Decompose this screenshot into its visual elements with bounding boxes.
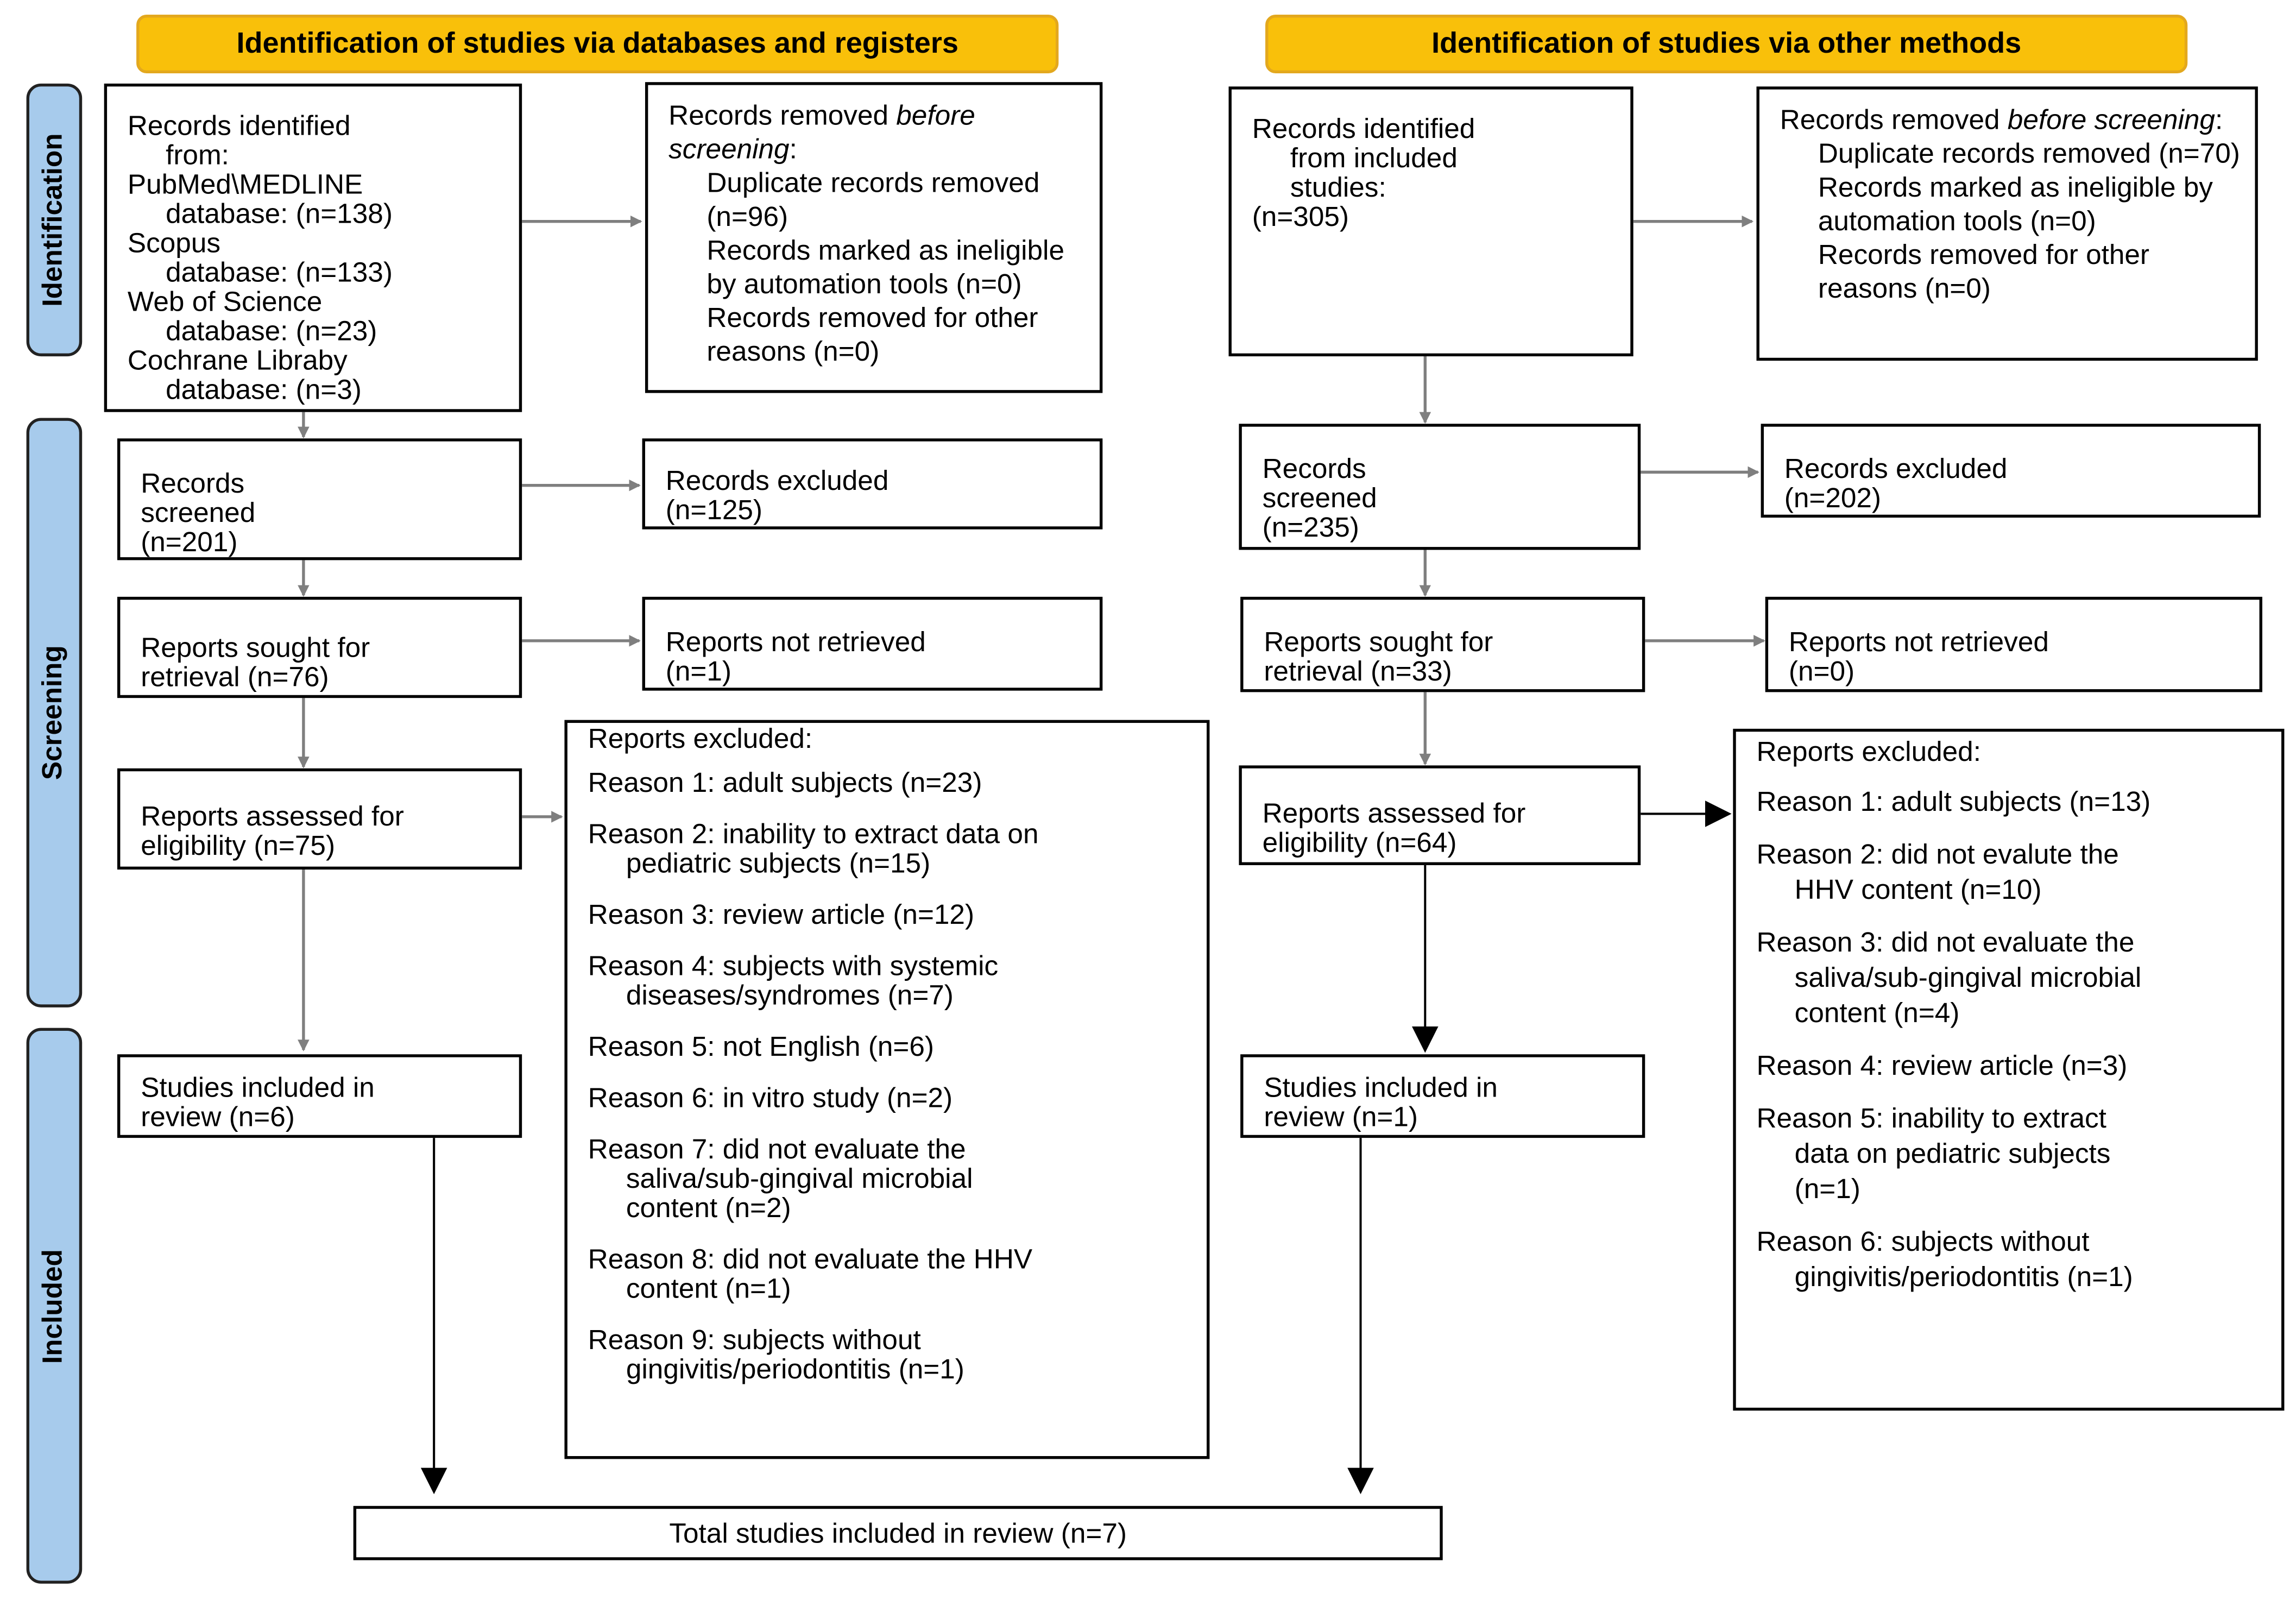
right-assessed-line1: Reports assessed for bbox=[1262, 799, 1526, 830]
phase-identification-label: Identification bbox=[38, 133, 69, 307]
left-db-scopus-count: database: (n=133) bbox=[166, 258, 393, 289]
total-studies-box: Total studies included in review (n=7) bbox=[353, 1505, 1443, 1560]
header-other-methods: Identification of studies via other meth… bbox=[1265, 14, 2188, 73]
left-assessed-line2: eligibility (n=75) bbox=[141, 831, 336, 862]
left-reports-assessed-box: Reports assessed for eligibility (n=75) bbox=[117, 768, 522, 870]
left-screened-line3: (n=201) bbox=[141, 527, 238, 559]
right-removed-automation: Records marked as ineligible by automati… bbox=[1818, 173, 2213, 238]
left-db-pubmed-count: database: (n=138) bbox=[166, 199, 393, 230]
right-screened-line3: (n=235) bbox=[1262, 513, 1359, 544]
left-db-scopus: Scopus bbox=[127, 229, 220, 260]
left-reports-sought-box: Reports sought for retrieval (n=76) bbox=[117, 596, 522, 698]
phase-screening-label: Screening bbox=[38, 645, 69, 780]
left-reason-8: Reason 8: did not evaluate the HHV conte… bbox=[588, 1245, 1033, 1305]
right-notretrieved-line2: (n=0) bbox=[1788, 657, 1855, 688]
left-removed-automation: Records marked as ineligible by automati… bbox=[707, 236, 1065, 301]
left-reports-excluded-title: Reports excluded: bbox=[588, 724, 813, 755]
right-reports-assessed-box: Reports assessed for eligibility (n=64) bbox=[1239, 765, 1641, 865]
right-identified-line3: studies: bbox=[1290, 173, 1386, 204]
right-notretrieved-line1: Reports not retrieved bbox=[1788, 627, 2049, 659]
left-db-wos-count: database: (n=23) bbox=[166, 317, 377, 348]
phase-screening: Screening bbox=[26, 418, 83, 1007]
right-reports-sought-box: Reports sought for retrieval (n=33) bbox=[1240, 596, 1645, 692]
left-db-pubmed: PubMed\MEDLINE bbox=[127, 170, 363, 201]
left-assessed-line1: Reports assessed for bbox=[141, 802, 404, 833]
left-reports-excluded-box: Reports excluded: Reason 1: adult subjec… bbox=[564, 720, 1210, 1459]
right-screened-line1: Records bbox=[1262, 454, 1366, 486]
right-sought-line1: Reports sought for bbox=[1264, 627, 1493, 659]
right-reason-5: Reason 5: inability to extract data on p… bbox=[1756, 1104, 2111, 1206]
left-sought-line1: Reports sought for bbox=[141, 633, 370, 665]
right-assessed-line2: eligibility (n=64) bbox=[1262, 828, 1457, 860]
right-reports-excluded-title: Reports excluded: bbox=[1756, 738, 1981, 768]
right-records-removed-box: Records removed before screening: Duplic… bbox=[1756, 86, 2258, 361]
right-records-identified-box: Records identified from included studies… bbox=[1228, 86, 1633, 357]
left-db-wos: Web of Science bbox=[127, 287, 323, 318]
left-reason-4: Reason 4: subjects with systemic disease… bbox=[588, 952, 999, 1012]
phase-included-label: Included bbox=[38, 1248, 69, 1363]
right-reports-not-retrieved-box: Reports not retrieved (n=0) bbox=[1765, 596, 2262, 692]
total-studies-label: Total studies included in review (n=7) bbox=[669, 1519, 1127, 1550]
right-removed-duplicates: Duplicate records removed (n=70) bbox=[1818, 139, 2240, 171]
left-reason-7: Reason 7: did not evaluate the saliva/su… bbox=[588, 1135, 973, 1225]
left-screened-line2: screened bbox=[141, 498, 256, 530]
right-records-excluded-box: Records excluded (n=202) bbox=[1761, 424, 2261, 518]
left-records-excluded-box: Records excluded (n=125) bbox=[642, 438, 1103, 530]
left-db-cochrane-count: database: (n=3) bbox=[166, 375, 362, 406]
left-studies-included-box: Studies included in review (n=6) bbox=[117, 1054, 522, 1138]
phase-identification: Identification bbox=[26, 83, 83, 357]
left-reason-6: Reason 6: in vitro study (n=2) bbox=[588, 1084, 953, 1114]
left-identified-line1: Records identified bbox=[127, 111, 351, 142]
left-identified-line2: from: bbox=[166, 141, 229, 172]
left-notretrieved-line2: (n=1) bbox=[665, 657, 731, 688]
left-excluded-line2: (n=125) bbox=[665, 495, 763, 527]
left-removed-other: Records removed for other reasons (n=0) bbox=[707, 303, 1038, 368]
left-reports-not-retrieved-box: Reports not retrieved (n=1) bbox=[642, 596, 1103, 691]
right-included-line1: Studies included in bbox=[1264, 1073, 1498, 1105]
right-removed-title: Records removed before screening: bbox=[1780, 105, 2223, 137]
right-reason-3: Reason 3: did not evaluate the saliva/su… bbox=[1756, 928, 2142, 1030]
right-reason-6: Reason 6: subjects without gingivitis/pe… bbox=[1756, 1227, 2133, 1294]
header-databases: Identification of studies via databases … bbox=[136, 14, 1059, 73]
left-removed-title: Records removed before screening: bbox=[668, 101, 975, 166]
right-screened-line2: screened bbox=[1262, 483, 1377, 515]
left-removed-duplicates: Duplicate records removed (n=96) bbox=[707, 168, 1040, 234]
right-reason-4: Reason 4: review article (n=3) bbox=[1756, 1051, 2128, 1082]
left-notretrieved-line1: Reports not retrieved bbox=[665, 627, 926, 659]
left-reason-1: Reason 1: adult subjects (n=23) bbox=[588, 768, 982, 799]
left-reason-9: Reason 9: subjects without gingivitis/pe… bbox=[588, 1325, 964, 1386]
left-sought-line2: retrieval (n=76) bbox=[141, 663, 329, 694]
right-sought-line2: retrieval (n=33) bbox=[1264, 657, 1452, 688]
right-removed-other: Records removed for other reasons (n=0) bbox=[1818, 240, 2150, 305]
left-records-removed-box: Records removed before screening: Duplic… bbox=[645, 82, 1103, 393]
right-reports-excluded-box: Reports excluded: Reason 1: adult subjec… bbox=[1733, 728, 2285, 1411]
left-reason-3: Reason 3: review article (n=12) bbox=[588, 900, 975, 931]
left-reason-5: Reason 5: not English (n=6) bbox=[588, 1032, 935, 1063]
left-records-identified-box: Records identified from: PubMed\MEDLINE … bbox=[104, 83, 522, 412]
left-screened-line1: Records bbox=[141, 469, 245, 500]
right-reason-1: Reason 1: adult subjects (n=13) bbox=[1756, 787, 2151, 818]
right-included-line2: review (n=1) bbox=[1264, 1103, 1418, 1134]
left-reason-2: Reason 2: inability to extract data on p… bbox=[588, 820, 1039, 880]
right-records-screened-box: Records screened (n=235) bbox=[1239, 424, 1641, 550]
right-identified-line2: from included bbox=[1290, 143, 1458, 175]
phase-included: Included bbox=[26, 1028, 83, 1584]
right-identified-line1: Records identified bbox=[1252, 114, 1475, 146]
left-excluded-line1: Records excluded bbox=[665, 466, 889, 497]
right-studies-included-box: Studies included in review (n=1) bbox=[1240, 1054, 1645, 1138]
left-db-cochrane: Cochrane Libraby bbox=[127, 346, 348, 377]
left-records-screened-box: Records screened (n=201) bbox=[117, 438, 522, 560]
left-included-line1: Studies included in bbox=[141, 1073, 375, 1105]
right-excluded-line1: Records excluded bbox=[1784, 454, 2008, 486]
right-identified-line4: (n=305) bbox=[1252, 202, 1349, 234]
right-excluded-line2: (n=202) bbox=[1784, 483, 1882, 515]
left-included-line2: review (n=6) bbox=[141, 1103, 295, 1134]
right-reason-2: Reason 2: did not evalute the HHV conten… bbox=[1756, 840, 2119, 906]
